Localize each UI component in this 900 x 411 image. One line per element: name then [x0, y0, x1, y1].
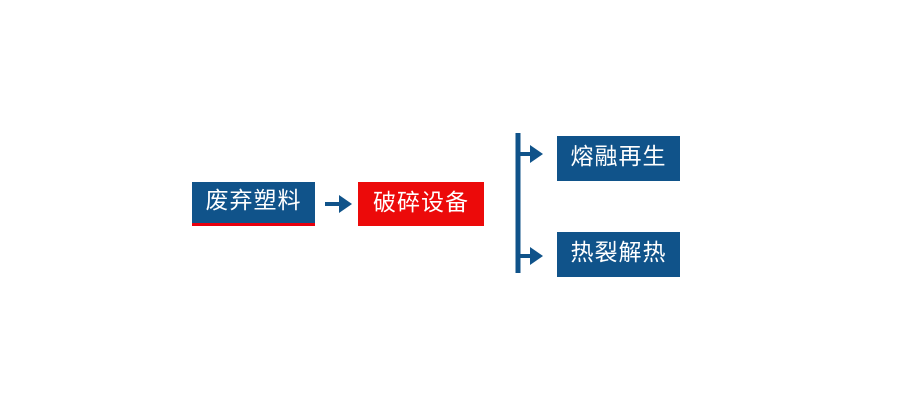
- node-pyrolysis-label: 热裂解热: [570, 240, 667, 266]
- node-crushing-equipment-label: 破碎设备: [373, 189, 469, 216]
- node-melt-regeneration[interactable]: 熔融再生: [557, 136, 680, 181]
- node-melt-regeneration-label: 熔融再生: [570, 144, 667, 170]
- arrow-right-icon: [518, 145, 543, 163]
- arrow-right-icon: [518, 247, 543, 265]
- node-waste-plastic-label: 废弃塑料: [205, 188, 302, 214]
- node-crushing-equipment[interactable]: 破碎设备: [358, 182, 484, 226]
- node-pyrolysis[interactable]: 热裂解热: [557, 232, 680, 277]
- arrow-right-icon: [325, 195, 352, 213]
- node-waste-plastic[interactable]: 废弃塑料: [192, 182, 315, 226]
